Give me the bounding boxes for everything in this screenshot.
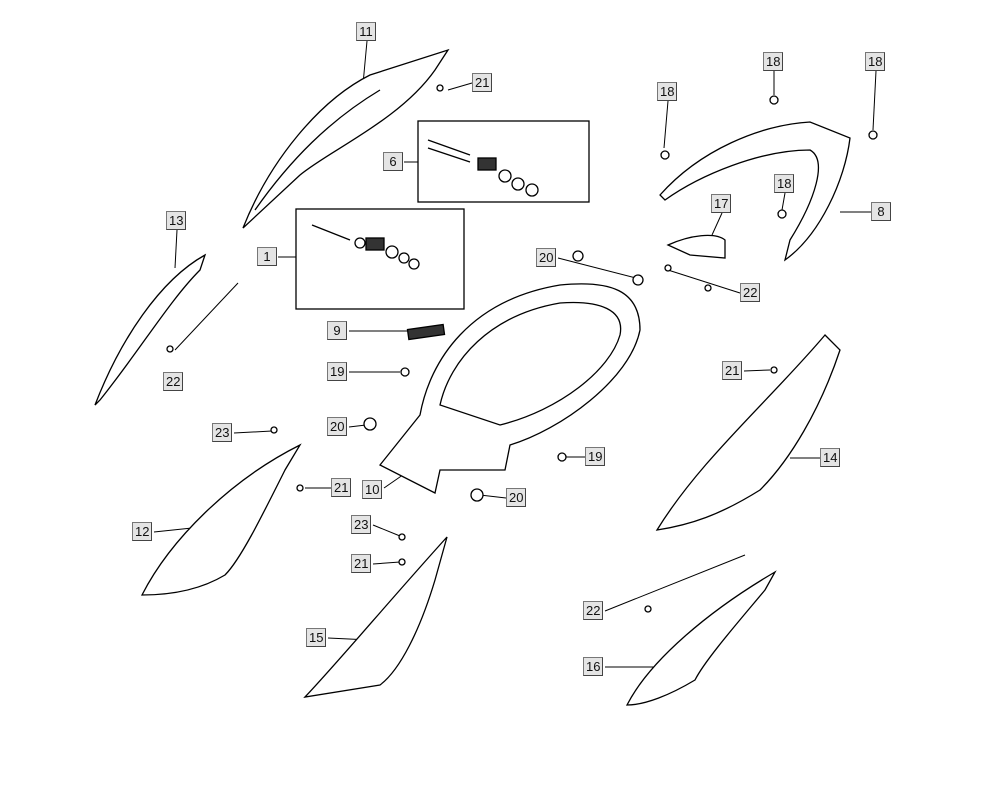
callout-19: 19 xyxy=(327,362,348,381)
callout-23: 23 xyxy=(351,515,372,534)
callout-9: 9 xyxy=(327,321,347,340)
part-10-storage-box xyxy=(378,283,641,494)
part-15-cover xyxy=(303,536,448,698)
callout-18: 18 xyxy=(657,82,678,101)
callout-20: 20 xyxy=(327,417,348,436)
callout-12: 12 xyxy=(132,522,153,541)
callout-21: 21 xyxy=(722,361,743,380)
callout-17: 17 xyxy=(711,194,732,213)
leader-lines xyxy=(153,40,877,668)
callout-22: 22 xyxy=(740,283,761,302)
callout-20: 20 xyxy=(506,488,527,507)
callout-18: 18 xyxy=(763,52,784,71)
callout-21: 21 xyxy=(472,73,493,92)
callout-11: 11 xyxy=(356,22,376,41)
callout-23: 23 xyxy=(212,423,233,442)
part-11-cover xyxy=(242,48,450,229)
callout-20: 20 xyxy=(536,248,557,267)
callout-18: 18 xyxy=(865,52,886,71)
part-13-cover xyxy=(94,253,207,406)
kit-box-6 xyxy=(417,120,590,203)
callout-21: 21 xyxy=(351,554,372,573)
callout-22: 22 xyxy=(163,372,184,391)
callout-13: 13 xyxy=(166,211,187,230)
part-12-side-cover xyxy=(140,443,302,596)
callout-16: 16 xyxy=(583,657,604,676)
kit-box-1 xyxy=(295,208,465,310)
callout-15: 15 xyxy=(306,628,327,647)
callout-22: 22 xyxy=(583,601,604,620)
callout-8: 8 xyxy=(871,202,891,221)
callout-21: 21 xyxy=(331,478,352,497)
callout-14: 14 xyxy=(820,448,841,467)
callout-10: 10 xyxy=(362,480,383,499)
callout-1: 1 xyxy=(257,247,277,266)
part-14-side-cover xyxy=(655,334,841,531)
lock-cylinder-kit xyxy=(311,139,539,270)
callout-6: 6 xyxy=(383,152,403,171)
fasteners xyxy=(166,84,878,613)
part-9 xyxy=(406,323,446,341)
callout-19: 19 xyxy=(585,447,606,466)
callout-18: 18 xyxy=(774,174,795,193)
part-17 xyxy=(666,234,726,259)
part-16-cover xyxy=(625,570,777,706)
part-8-grab-rail xyxy=(659,121,851,262)
